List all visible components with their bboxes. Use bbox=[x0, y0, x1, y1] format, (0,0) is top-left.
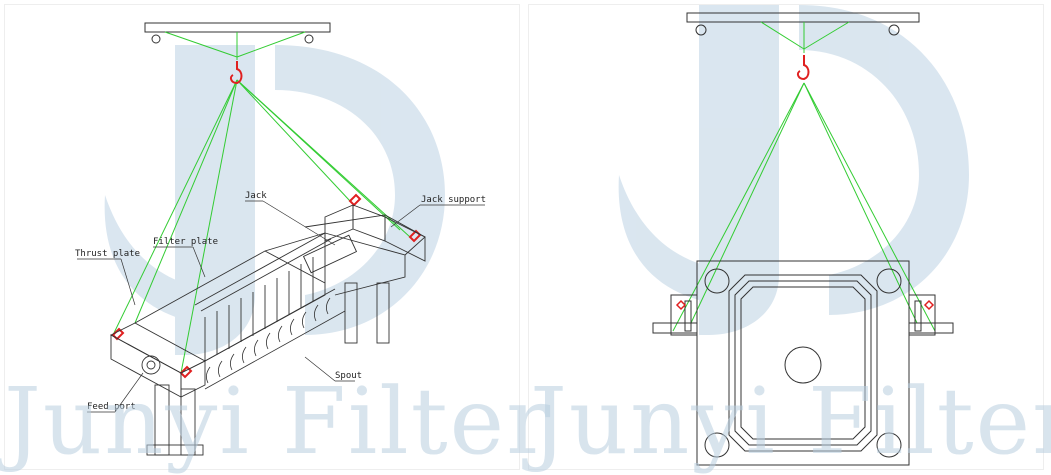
crane-beam bbox=[686, 12, 920, 36]
filter-plate-front bbox=[652, 260, 954, 466]
front-view-panel bbox=[528, 4, 1044, 470]
watermark-text-left: Junyi Filter bbox=[4, 368, 553, 475]
filter-plate-stack bbox=[134, 232, 336, 362]
front-view-drawing bbox=[618, 5, 969, 466]
label-spout: Spout bbox=[335, 371, 362, 381]
label-jack-support: Jack support bbox=[421, 195, 486, 205]
label-thrust-plate: Thrust plate bbox=[75, 249, 140, 259]
logo-watermark-icon bbox=[104, 45, 445, 355]
lifting-lug-icon bbox=[675, 299, 935, 311]
watermark-text-right: Junyi Filter bbox=[530, 368, 1051, 475]
leader-lines bbox=[77, 200, 485, 413]
crane-hook-icon bbox=[796, 55, 810, 81]
filter-press-body bbox=[110, 204, 426, 456]
lifting-slings bbox=[672, 21, 936, 332]
label-jack: Jack bbox=[245, 191, 267, 201]
crane-hook-icon bbox=[229, 61, 243, 85]
isometric-view-drawing: Jack Jack support Filter plate Thrust pl… bbox=[75, 22, 486, 456]
isometric-view-panel: Jack Jack support Filter plate Thrust pl… bbox=[4, 4, 520, 470]
spout-row bbox=[204, 297, 346, 390]
lifting-slings bbox=[112, 31, 411, 374]
label-filter-plate: Filter plate bbox=[153, 237, 218, 247]
label-feed-port: Feed port bbox=[87, 402, 136, 412]
logo-watermark-icon bbox=[618, 5, 969, 335]
